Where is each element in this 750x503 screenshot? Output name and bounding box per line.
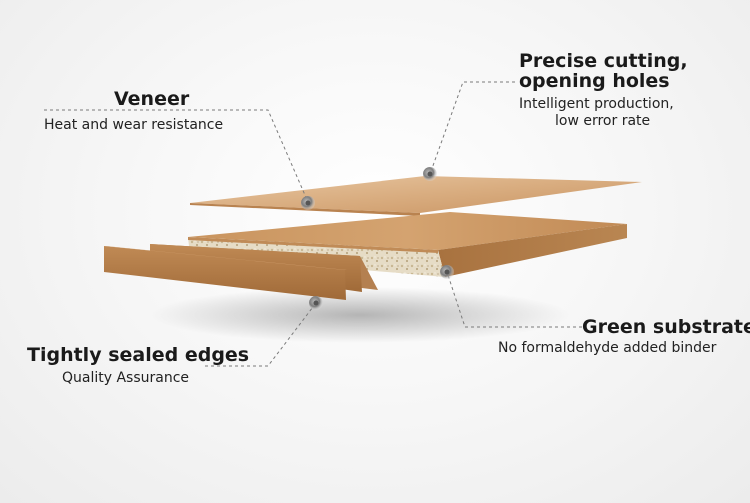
board-front-face xyxy=(438,224,627,277)
precise-subtitle-line1: Intelligent production, xyxy=(519,96,674,112)
edges-title: Tightly sealed edges xyxy=(27,344,250,366)
leader-substrate xyxy=(446,271,582,328)
substrate-subtitle: No formaldehyde added binder xyxy=(498,340,717,356)
precise-subtitle-line2: low error rate xyxy=(555,113,651,129)
edge-strip-front-highlight xyxy=(104,246,347,270)
leader-lines xyxy=(44,81,582,367)
edge-strip-front xyxy=(104,246,346,300)
precise-title-line1: Precise cutting, xyxy=(519,50,688,72)
veneer-title: Veneer xyxy=(114,88,190,110)
veneer-sheet-edge xyxy=(190,203,420,216)
leader-edges xyxy=(205,302,317,367)
veneer-subtitle: Heat and wear resistance xyxy=(44,117,224,133)
edges-subtitle: Quality Assurance xyxy=(62,370,190,386)
leader-precise xyxy=(429,81,515,175)
leader-veneer xyxy=(44,109,309,203)
board-top-edge xyxy=(188,237,438,253)
board-shadow xyxy=(150,287,570,343)
markers xyxy=(301,167,454,310)
substrate-title: Green substrate xyxy=(582,316,750,338)
board-top-face xyxy=(188,212,627,250)
precise-title-line2: opening holes xyxy=(519,70,670,92)
